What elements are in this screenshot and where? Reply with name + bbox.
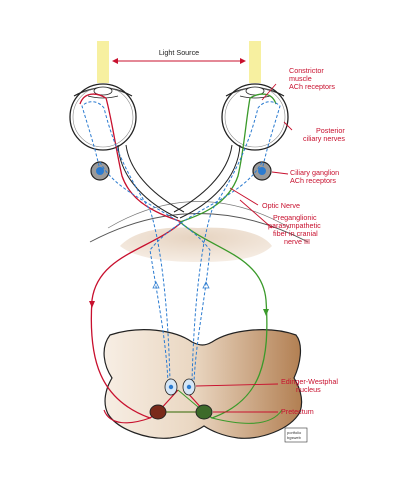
pretectum-right bbox=[195, 404, 213, 420]
pointer-preganglionic bbox=[239, 199, 273, 229]
red-fiber-eye bbox=[79, 93, 107, 105]
pretectum-left bbox=[149, 404, 167, 420]
pointer-edinger bbox=[195, 383, 279, 387]
label-constrictor-1: Constrictor bbox=[289, 66, 324, 75]
blue-arrow-right bbox=[202, 281, 210, 289]
light-beam-right bbox=[249, 41, 261, 83]
label-preganglionic-2: parasympathetic bbox=[268, 221, 321, 230]
label-ciliary-2: ACh receptors bbox=[290, 176, 336, 185]
green-fiber-eye bbox=[249, 93, 277, 105]
pointer-ciliary bbox=[271, 171, 289, 175]
chiasm-arc-lower bbox=[89, 213, 309, 243]
optic-nerve-right bbox=[179, 144, 241, 219]
label-light-source: Light Source bbox=[159, 48, 199, 57]
label-ciliary-1: Ciliary ganglion bbox=[290, 168, 339, 177]
label-preganglionic-4: nerve III bbox=[284, 237, 310, 246]
green-fiber-exit bbox=[211, 409, 283, 425]
blue-fiber-right bbox=[191, 101, 281, 383]
green-arrow-down bbox=[263, 309, 269, 316]
label-edinger-1: Edinger-Westphal bbox=[281, 377, 338, 386]
chiasm-arc-upper bbox=[107, 201, 291, 229]
portfolio-logo: portfolio bgsweb bbox=[284, 427, 308, 443]
pointer-constrictor bbox=[261, 83, 277, 101]
light-beam-left bbox=[97, 41, 109, 83]
optic-nerve-right-inner bbox=[173, 144, 233, 213]
red-fiber-main bbox=[90, 221, 183, 419]
pointer-optic bbox=[229, 187, 259, 206]
left-eye bbox=[69, 83, 137, 151]
right-eye bbox=[221, 83, 289, 151]
blue-fiber-left-2 bbox=[99, 161, 211, 383]
red-fiber-upper bbox=[105, 97, 183, 223]
label-constrictor-3: ACh receptors bbox=[289, 82, 335, 91]
label-edinger-2: nucleus bbox=[296, 385, 321, 394]
label-pretectum: Pretectum bbox=[281, 407, 314, 416]
blue-fiber-left bbox=[81, 101, 171, 383]
label-preganglionic-1: Preganglionic bbox=[273, 213, 317, 222]
edinger-westphal-nuclei bbox=[164, 378, 196, 396]
green-fiber-main bbox=[179, 221, 268, 419]
logo-line-1: portfolio bbox=[287, 430, 302, 435]
optic-nerve-left-inner bbox=[125, 144, 185, 213]
label-posterior-1: Posterior bbox=[316, 126, 345, 135]
label-optic-nerve: Optic Nerve bbox=[262, 201, 300, 210]
label-preganglionic-3: fiber in cranial bbox=[273, 229, 318, 238]
logo-line-2: bgsweb bbox=[287, 435, 302, 440]
pointer-posterior bbox=[283, 121, 293, 131]
midbrain-cap bbox=[120, 227, 272, 262]
label-posterior-2: ciliary nerves bbox=[303, 134, 345, 143]
blue-arrow-left bbox=[152, 281, 160, 289]
blue-fiber-right-2 bbox=[149, 161, 263, 383]
green-fiber-upper bbox=[179, 97, 251, 223]
label-constrictor-2: muscle bbox=[289, 74, 312, 83]
red-arrow-down bbox=[89, 301, 95, 308]
red-fiber-exit bbox=[103, 409, 151, 424]
